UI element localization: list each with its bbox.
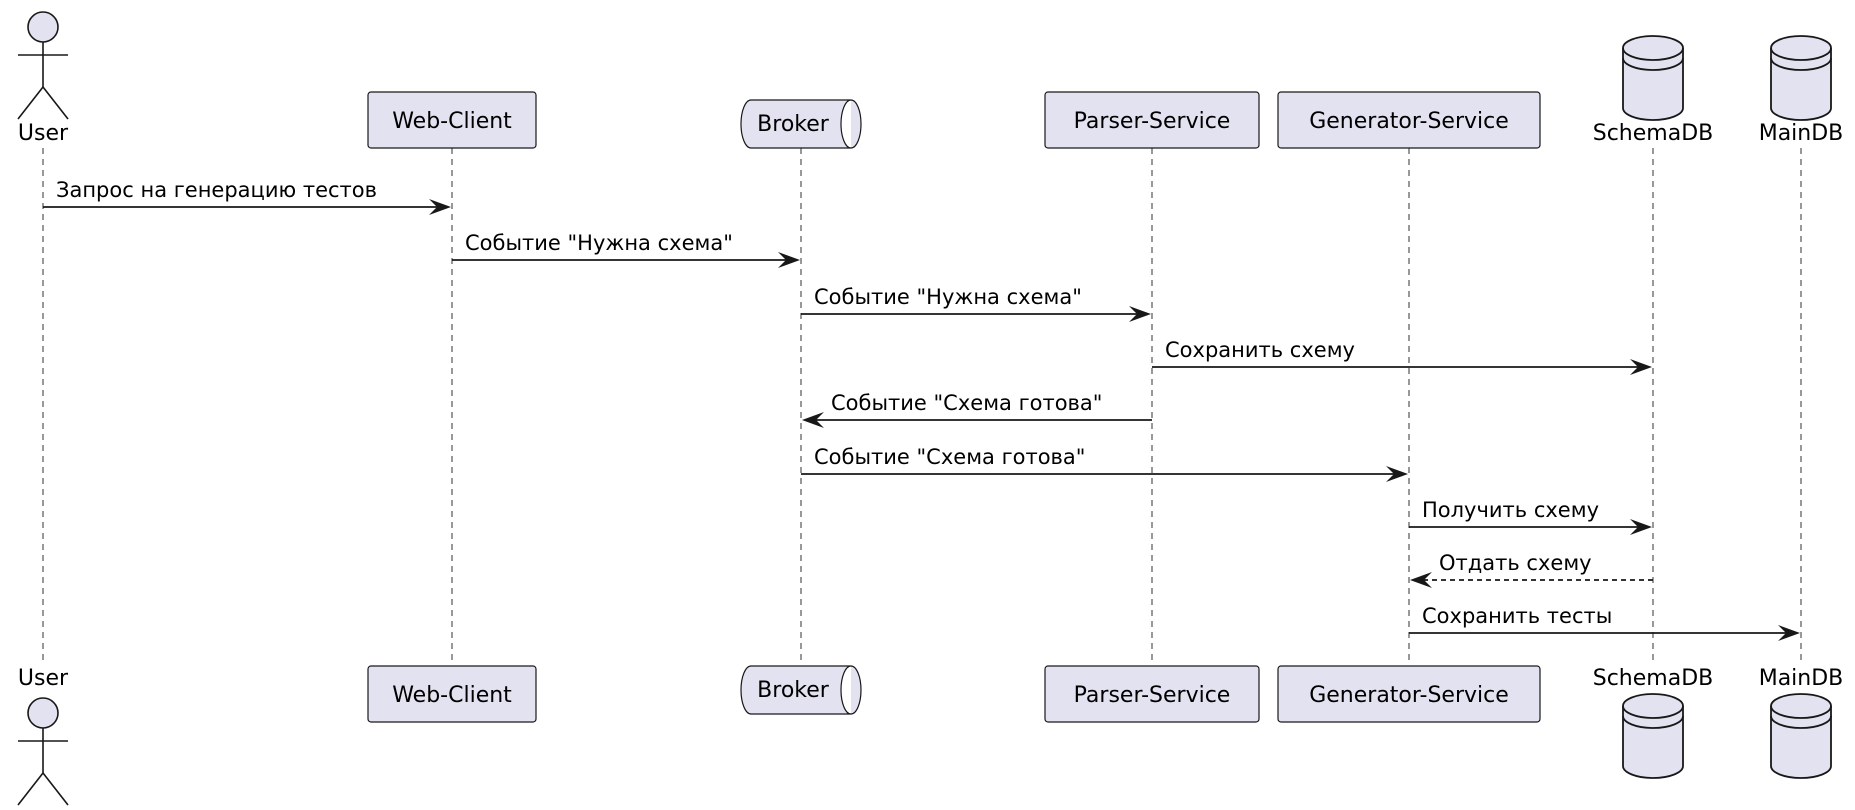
message-3: Событие "Нужна схема" (801, 285, 1151, 322)
message-7-arrowhead (1630, 519, 1652, 535)
message-2-arrowhead (778, 252, 800, 268)
participant-label-schemadb-bottom: SchemaDB (1593, 666, 1713, 691)
participant-box-parser-top (1044, 91, 1260, 149)
message-1-arrowhead (429, 199, 451, 215)
participant-label-parser-top: Parser-Service (1074, 109, 1231, 134)
message-7: Получить схему (1409, 498, 1652, 535)
participant-box-web-top (367, 91, 537, 149)
participant-box-parser-bottom (1044, 665, 1260, 723)
lifelines (42, 148, 1802, 664)
participant-box-generator-bottom (1277, 665, 1541, 723)
message-7-label: Получить схему (1422, 498, 1599, 522)
message-6-label: Событие "Схема готова" (814, 445, 1085, 469)
message-9-label: Сохранить тесты (1422, 604, 1612, 628)
database-maindb-top (1770, 35, 1832, 121)
queue-broker-bottom (740, 665, 862, 715)
database-schemadb-top (1622, 35, 1684, 121)
message-8-arrowhead (1410, 572, 1432, 588)
message-9: Сохранить тесты (1409, 604, 1800, 641)
message-1-label: Запрос на генерацию тестов (56, 178, 377, 202)
message-4-label: Сохранить схему (1165, 338, 1355, 362)
message-3-arrowhead (1129, 306, 1151, 322)
participant-label-broker-bottom: Broker (757, 678, 830, 703)
message-1: Запрос на генерацию тестов (43, 178, 451, 215)
message-6-arrowhead (1386, 466, 1408, 482)
participant-label-web-top: Web-Client (392, 109, 512, 134)
database-schemadb-bottom (1622, 693, 1684, 779)
database-maindb-bottom (1770, 693, 1832, 779)
participant-label-broker-top: Broker (757, 112, 830, 137)
message-2: Событие "Нужна схема" (452, 231, 800, 268)
participant-label-user-bottom: User (18, 666, 69, 691)
message-9-arrowhead (1778, 625, 1800, 641)
message-5-label: Событие "Схема готова" (831, 391, 1102, 415)
participant-label-generator-bottom: Generator-Service (1309, 683, 1509, 708)
message-3-label: Событие "Нужна схема" (814, 285, 1082, 309)
message-8: Отдать схему (1410, 551, 1653, 588)
message-4: Сохранить схему (1152, 338, 1652, 375)
queue-broker-top (740, 99, 862, 149)
actor-user-top (17, 11, 69, 120)
message-2-label: Событие "Нужна схема" (465, 231, 733, 255)
participant-label-generator-top: Generator-Service (1309, 109, 1509, 134)
participant-box-web-bottom (367, 665, 537, 723)
participant-label-web-bottom: Web-Client (392, 683, 512, 708)
participants-top: User Web-Client Broker Parser-Service Genera… (17, 11, 1844, 149)
participant-label-parser-bottom: Parser-Service (1074, 683, 1231, 708)
participant-label-schemadb-top: SchemaDB (1593, 121, 1713, 146)
participant-box-generator-top (1277, 91, 1541, 149)
participant-label-user-top: User (18, 121, 69, 146)
actor-user-bottom (17, 697, 69, 806)
message-5-arrowhead (802, 412, 824, 428)
participant-label-maindb-bottom: MainDB (1759, 666, 1844, 691)
message-5: Событие "Схема готова" (802, 391, 1152, 428)
participant-label-maindb-top: MainDB (1759, 121, 1844, 146)
message-6: Событие "Схема готова" (801, 445, 1408, 482)
message-4-arrowhead (1630, 359, 1652, 375)
message-8-label: Отдать схему (1439, 551, 1592, 575)
